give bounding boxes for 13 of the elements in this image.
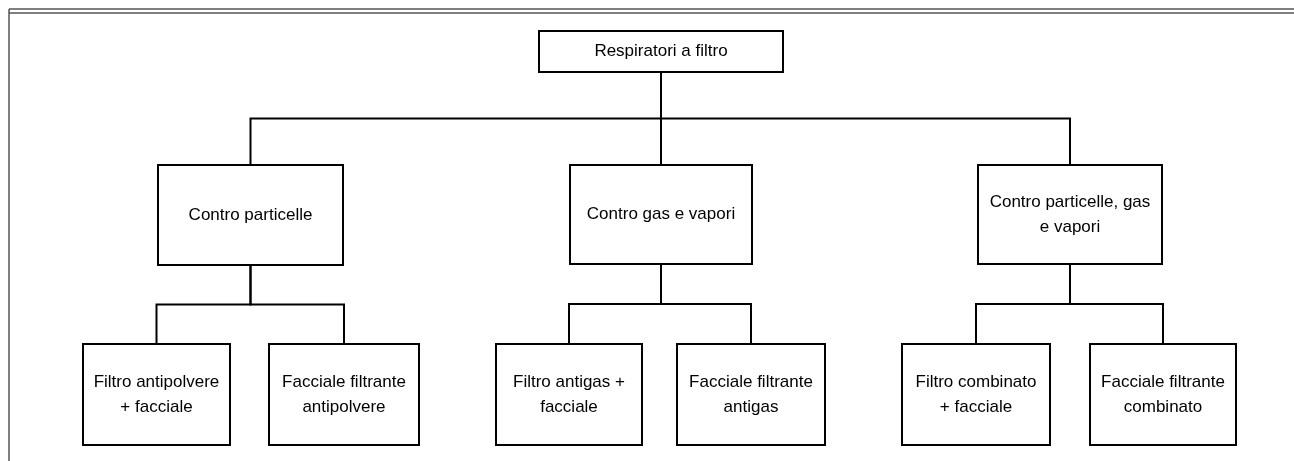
hierarchy-box: Contro particelle: [157, 164, 344, 266]
hierarchy-box: Facciale filtrante combinato: [1089, 343, 1237, 446]
hierarchy-box: Facciale filtrante antipolvere: [268, 343, 420, 446]
hierarchy-box: Filtro combinato + facciale: [901, 343, 1051, 446]
hierarchy-box: Contro particelle, gas e vapori: [977, 164, 1163, 265]
connector-line: [660, 264, 752, 344]
connector-line: [249, 265, 345, 344]
hierarchy-box: Contro gas e vapori: [569, 164, 753, 265]
hierarchy-box: Facciale filtrante antigas: [676, 343, 826, 446]
hierarchy-box: Respiratori a filtro: [538, 30, 784, 73]
hierarchy-box: Filtro antipolvere + facciale: [82, 343, 231, 446]
connector-line: [1069, 264, 1164, 344]
hierarchy-box: Filtro antigas + facciale: [495, 343, 643, 446]
